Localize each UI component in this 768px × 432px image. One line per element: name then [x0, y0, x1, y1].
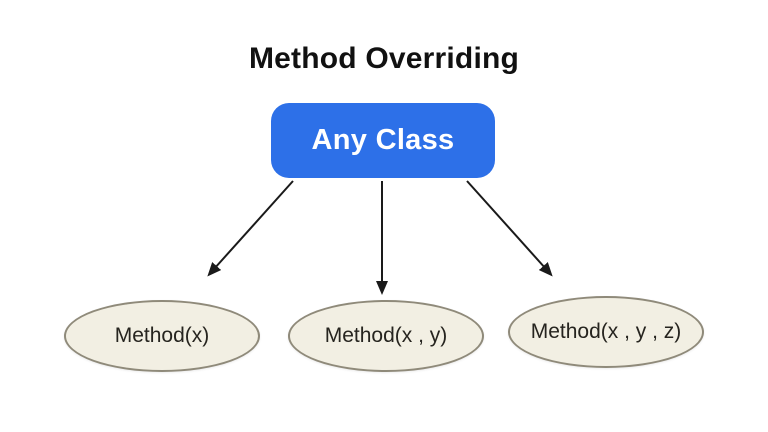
root-class-label: Any Class	[311, 124, 455, 156]
root-class-node: Any Class	[271, 103, 495, 178]
method-node-x-label: Method(x)	[114, 324, 210, 347]
arrow-to-method-xyz	[466, 180, 553, 277]
method-node-x: Method(x)	[64, 300, 260, 372]
method-node-xyz: Method(x , y , z)	[508, 296, 704, 368]
diagram-title: Method Overriding	[248, 42, 520, 75]
method-node-xy: Method(x , y)	[288, 300, 484, 372]
method-node-xy-label: Method(x , y)	[324, 324, 448, 347]
method-node-xyz-label: Method(x , y , z)	[530, 320, 682, 343]
arrow-to-method-x	[207, 180, 294, 277]
